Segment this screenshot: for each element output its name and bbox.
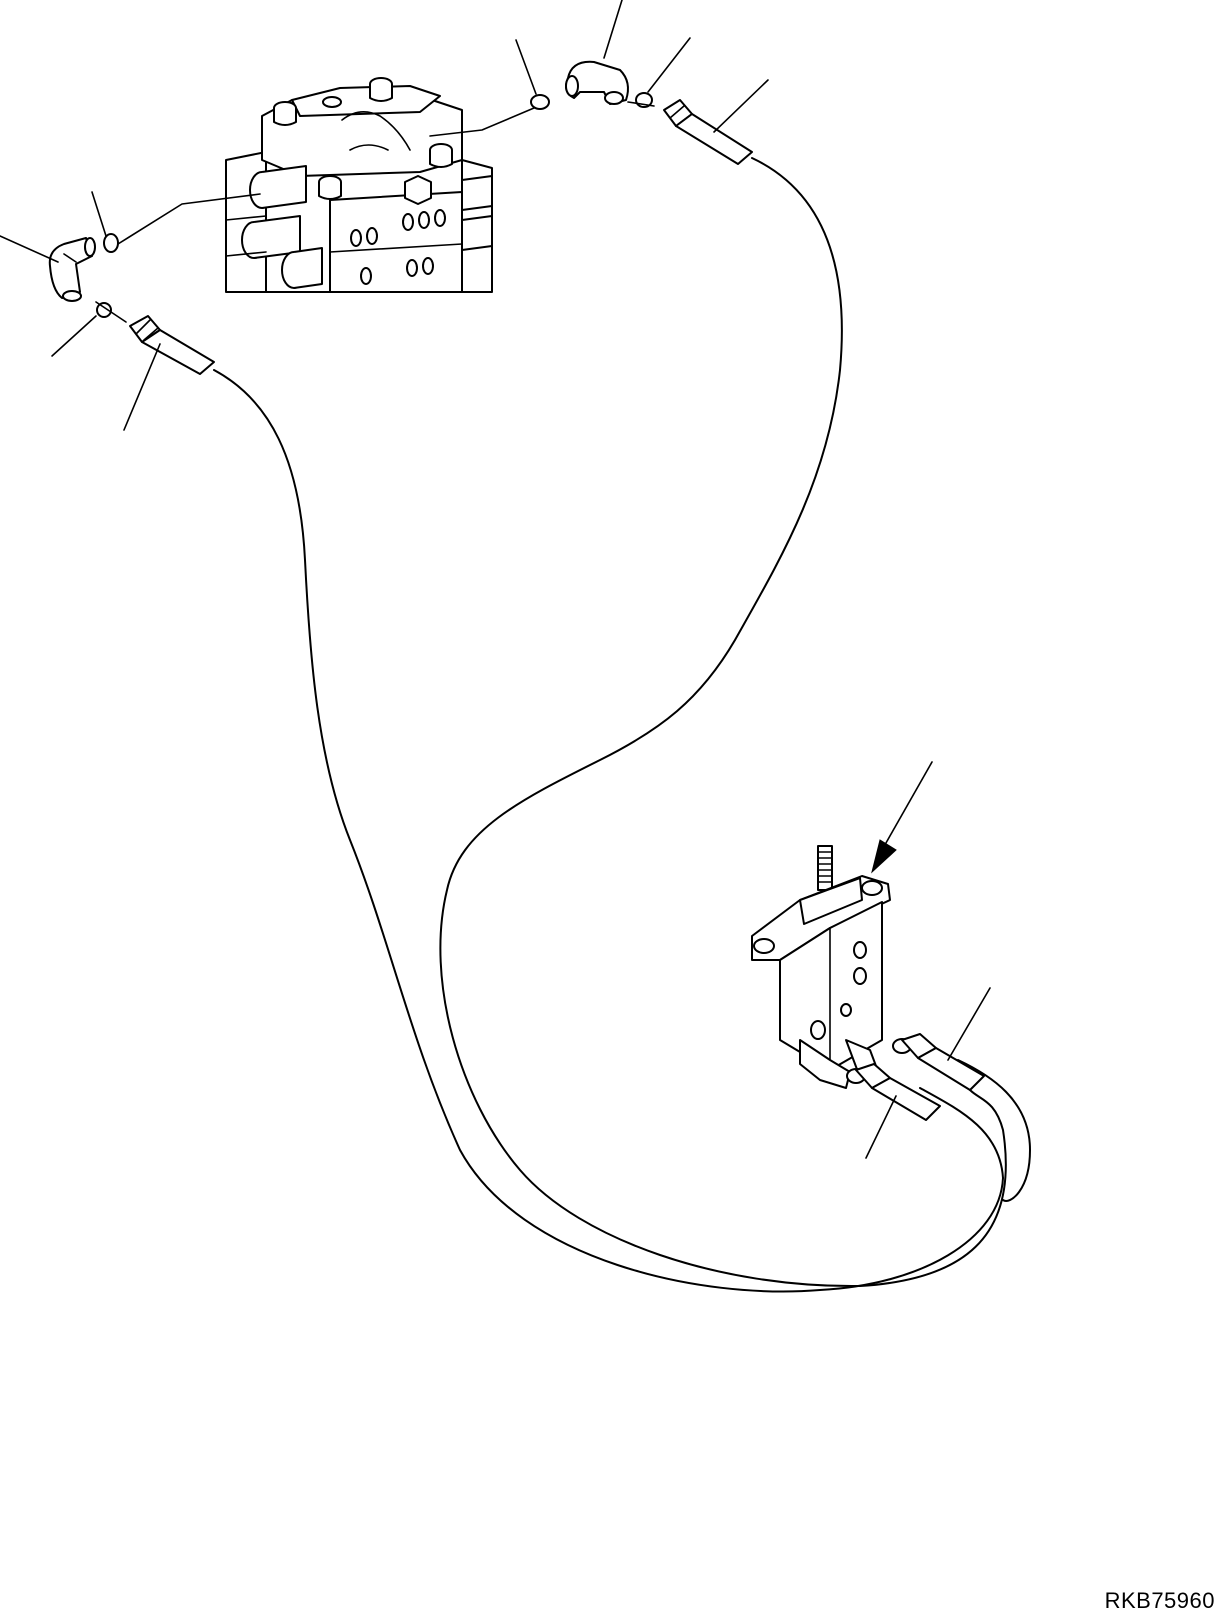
cap-screw bbox=[322, 96, 342, 108]
leader-line bbox=[947, 987, 991, 1061]
hose-fitting-ppc-upper bbox=[892, 1033, 985, 1091]
elbow-fitting-left bbox=[48, 237, 96, 302]
hose-fitting-left bbox=[129, 315, 215, 375]
leader-line bbox=[91, 191, 107, 237]
cap-screw bbox=[429, 143, 453, 168]
leader-line bbox=[123, 343, 161, 431]
leader-line bbox=[647, 37, 691, 93]
o-ring-left-lower bbox=[96, 302, 112, 318]
leader-line bbox=[603, 0, 623, 59]
spool-cylinder bbox=[249, 165, 307, 209]
hose-valve-lower bbox=[919, 1087, 1004, 1179]
port-holes bbox=[350, 209, 446, 285]
hose-fitting-top bbox=[663, 99, 753, 165]
leader-line bbox=[713, 79, 769, 133]
cap-screw bbox=[369, 77, 393, 102]
cap-screw bbox=[273, 101, 297, 126]
leader-lines bbox=[0, 0, 991, 1159]
cap-screw bbox=[318, 175, 342, 200]
hose-valve-upper bbox=[957, 1059, 1031, 1202]
leader-line bbox=[515, 39, 537, 95]
leader-line bbox=[0, 235, 59, 263]
o-ring-left-upper bbox=[103, 233, 119, 253]
hose-main-top bbox=[439, 157, 1007, 1288]
spool-cylinder bbox=[241, 215, 301, 259]
spool-cylinder bbox=[281, 247, 323, 289]
drawing-reference-code: RKB75960 bbox=[1104, 1588, 1215, 1613]
hex-plug bbox=[404, 175, 432, 205]
hose-fitting-ppc-lower bbox=[846, 1063, 941, 1121]
threaded-stud bbox=[817, 845, 833, 891]
spool-cylinder bbox=[461, 175, 493, 251]
ppc-valve-assembly bbox=[751, 845, 891, 1089]
leader-line bbox=[51, 315, 97, 357]
hose-main-left bbox=[213, 369, 1004, 1293]
elbow-fitting-top bbox=[565, 60, 629, 105]
leader-line bbox=[865, 1095, 897, 1159]
control-valve-assembly bbox=[225, 77, 493, 293]
view-arrow bbox=[871, 761, 933, 874]
o-ring-top-left bbox=[530, 94, 550, 110]
